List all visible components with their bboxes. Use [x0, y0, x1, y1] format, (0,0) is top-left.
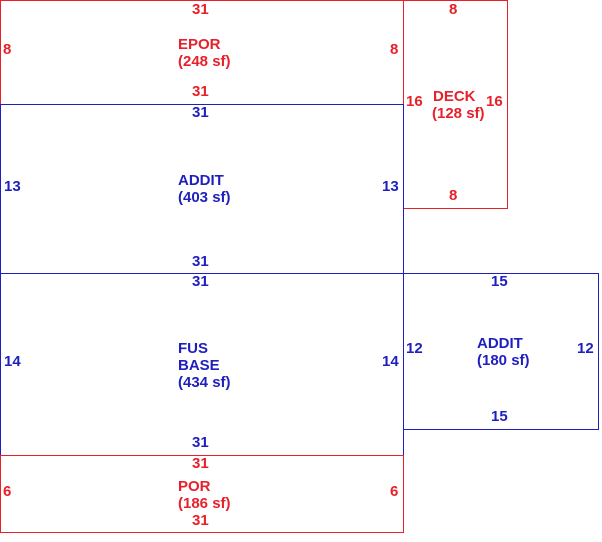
addition-dim-left: 13	[4, 178, 21, 195]
epor-area-text: (248 sf)	[178, 53, 231, 70]
deck-dim-left: 16	[406, 93, 423, 110]
fus-base-dim-right: 14	[382, 353, 399, 370]
addition-dim-bottom: 31	[192, 253, 209, 270]
fus-base-name-line1: FUS	[178, 340, 208, 357]
por-name: POR	[178, 478, 211, 495]
por-dim-top: 31	[192, 455, 209, 472]
addition-2-dim-right: 12	[577, 340, 594, 357]
epor-name: EPOR	[178, 36, 221, 53]
addition-2-dim-left: 12	[406, 340, 423, 357]
fus-base-dim-left: 14	[4, 353, 21, 370]
addition-2-area[interactable]	[403, 273, 599, 430]
addition-name: ADDIT	[178, 172, 224, 189]
fus-base-dim-top: 31	[192, 273, 209, 290]
epor-dim-bottom: 31	[192, 83, 209, 100]
por-dim-right: 6	[390, 483, 399, 500]
por-area[interactable]	[0, 455, 404, 533]
addition-area-text: (403 sf)	[178, 189, 231, 206]
addition-dim-top: 31	[192, 104, 209, 121]
addition-2-name: ADDIT	[477, 335, 523, 352]
addition-2-dim-top: 15	[491, 273, 508, 290]
deck-dim-right: 16	[486, 93, 503, 110]
fus-base-name-line2: BASE	[178, 357, 220, 374]
fus-base-dim-bottom: 31	[192, 434, 209, 451]
deck-name: DECK	[433, 88, 476, 105]
por-area-text: (186 sf)	[178, 495, 231, 512]
por-dim-left: 6	[3, 483, 12, 500]
deck-dim-top: 8	[449, 1, 458, 18]
addition-2-area-text: (180 sf)	[477, 352, 530, 369]
deck-dim-bottom: 8	[449, 187, 458, 204]
addition-dim-right: 13	[382, 178, 399, 195]
por-dim-bottom: 31	[192, 512, 209, 529]
fus-base-area-text: (434 sf)	[178, 374, 231, 391]
epor-dim-right: 8	[390, 41, 399, 58]
epor-dim-top: 31	[192, 1, 209, 18]
epor-dim-left: 8	[3, 41, 12, 58]
deck-area-text: (128 sf)	[432, 105, 485, 122]
addition-2-dim-bottom: 15	[491, 408, 508, 425]
